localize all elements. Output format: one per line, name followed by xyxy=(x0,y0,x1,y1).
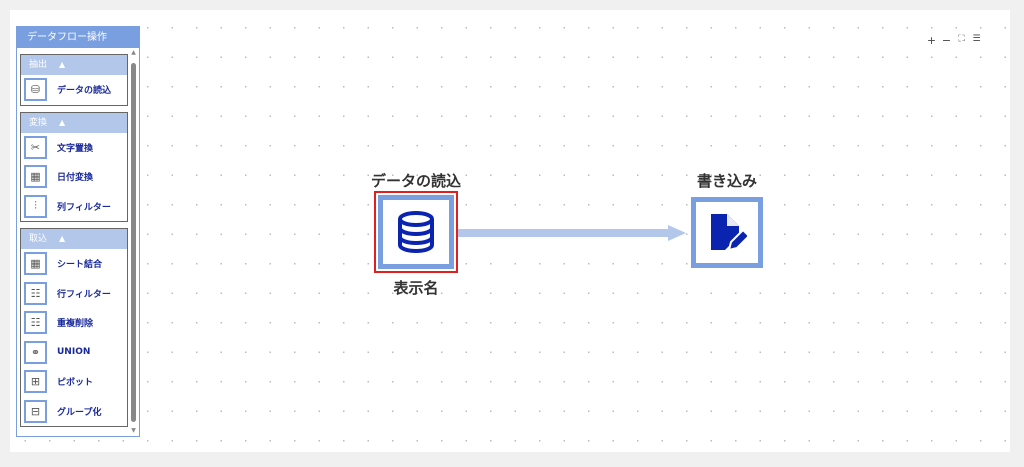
node-sublabel: 表示名 xyxy=(393,279,439,297)
node-title: データの読込 xyxy=(370,172,461,190)
fit-view-button[interactable]: ⛶ xyxy=(958,34,965,44)
palette-item-label: 列フィルター xyxy=(57,202,111,213)
group-header[interactable]: 抽出 ▲ xyxy=(21,55,127,75)
zoom-controls: + − ⛶ ☰ xyxy=(924,34,984,47)
database-icon xyxy=(398,211,434,254)
connection-arrow[interactable] xyxy=(458,224,688,242)
calendar-icon: ▦ xyxy=(24,165,47,189)
palette-item[interactable]: ▦ 日付変換 xyxy=(21,162,127,192)
group-label: 抽出 xyxy=(29,60,48,70)
palette-item-label: 行フィルター xyxy=(57,289,111,300)
palette-item-label: UNION xyxy=(57,347,91,358)
group-header[interactable]: 取込 ▲ xyxy=(21,229,127,249)
palette-item[interactable]: ✂ 文字置換 xyxy=(21,133,127,163)
filter-icon: ☷ xyxy=(24,281,47,305)
operations-panel: データフロー操作 ▲▼ 抽出 ▲ ⛁ データの読込変換 ▲ ✂ 文字置換 ▦ 日付変換 ⫶ 列フィル… xyxy=(16,26,140,437)
node-write[interactable] xyxy=(691,197,763,268)
node-data-read[interactable] xyxy=(378,195,454,269)
palette-item-label: ピボット xyxy=(57,378,94,389)
table-icon: ▦ xyxy=(24,252,47,276)
union-icon: ⚭ xyxy=(24,340,47,364)
palette-item[interactable]: ⚭ UNION xyxy=(21,338,127,368)
group-label: 変換 xyxy=(29,117,48,128)
zoom-out-button[interactable]: − xyxy=(941,34,952,47)
palette-item[interactable]: ☷ 重複削除 xyxy=(21,308,127,338)
collapse-icon[interactable]: ▲ xyxy=(59,234,66,243)
zoom-in-button[interactable]: + xyxy=(926,34,937,47)
scrollbar[interactable]: ▲▼ xyxy=(131,49,136,434)
palette-item[interactable]: ⛁ データの読込 xyxy=(21,75,127,105)
group-icon: ⊟ xyxy=(24,399,47,423)
replace-icon: ✂ xyxy=(24,135,47,159)
palette-item-label: 日付変換 xyxy=(57,173,94,184)
collapse-icon[interactable]: ▲ xyxy=(59,60,66,69)
panel-group: 変換 ▲ ✂ 文字置換 ▦ 日付変換 ⫶ 列フィルター xyxy=(20,111,128,222)
collapse-icon[interactable]: ▲ xyxy=(59,117,66,127)
palette-item-label: グループ化 xyxy=(57,407,102,418)
palette-item[interactable]: ☷ 行フィルター xyxy=(21,279,127,309)
node-title: 書き込み xyxy=(696,172,757,190)
sliders-icon: ⫶ xyxy=(24,194,47,218)
pivot-icon: ⊞ xyxy=(24,370,47,394)
selection-outline xyxy=(374,191,458,273)
palette-item-label: データの読込 xyxy=(57,86,112,97)
panel-group: 抽出 ▲ ⛁ データの読込 xyxy=(20,54,128,106)
panel-group: 取込 ▲ ▦ シート結合 ☷ 行フィルター ☷ 重複削除 ⚭ UNION ⊞ ピボット ⊟ グループ化 xyxy=(20,228,128,427)
group-header[interactable]: 変換 ▲ xyxy=(21,112,127,133)
group-label: 取込 xyxy=(29,234,48,244)
palette-item-label: シート結合 xyxy=(57,260,103,271)
file-edit-icon xyxy=(711,213,747,251)
palette-item[interactable]: ⊟ グループ化 xyxy=(21,397,127,427)
database-icon: ⛁ xyxy=(24,78,47,102)
palette-item-label: 重複削除 xyxy=(57,319,94,330)
palette-item[interactable]: ⊞ ピボット xyxy=(21,367,127,397)
panel-title: データフロー操作 xyxy=(17,27,139,48)
palette-item[interactable]: ⫶ 列フィルター xyxy=(21,192,127,222)
palette-item-label: 文字置換 xyxy=(57,143,94,154)
palette-item[interactable]: ▦ シート結合 xyxy=(21,249,127,279)
list-view-button[interactable]: ☰ xyxy=(972,34,981,44)
dedupe-icon: ☷ xyxy=(24,311,47,335)
